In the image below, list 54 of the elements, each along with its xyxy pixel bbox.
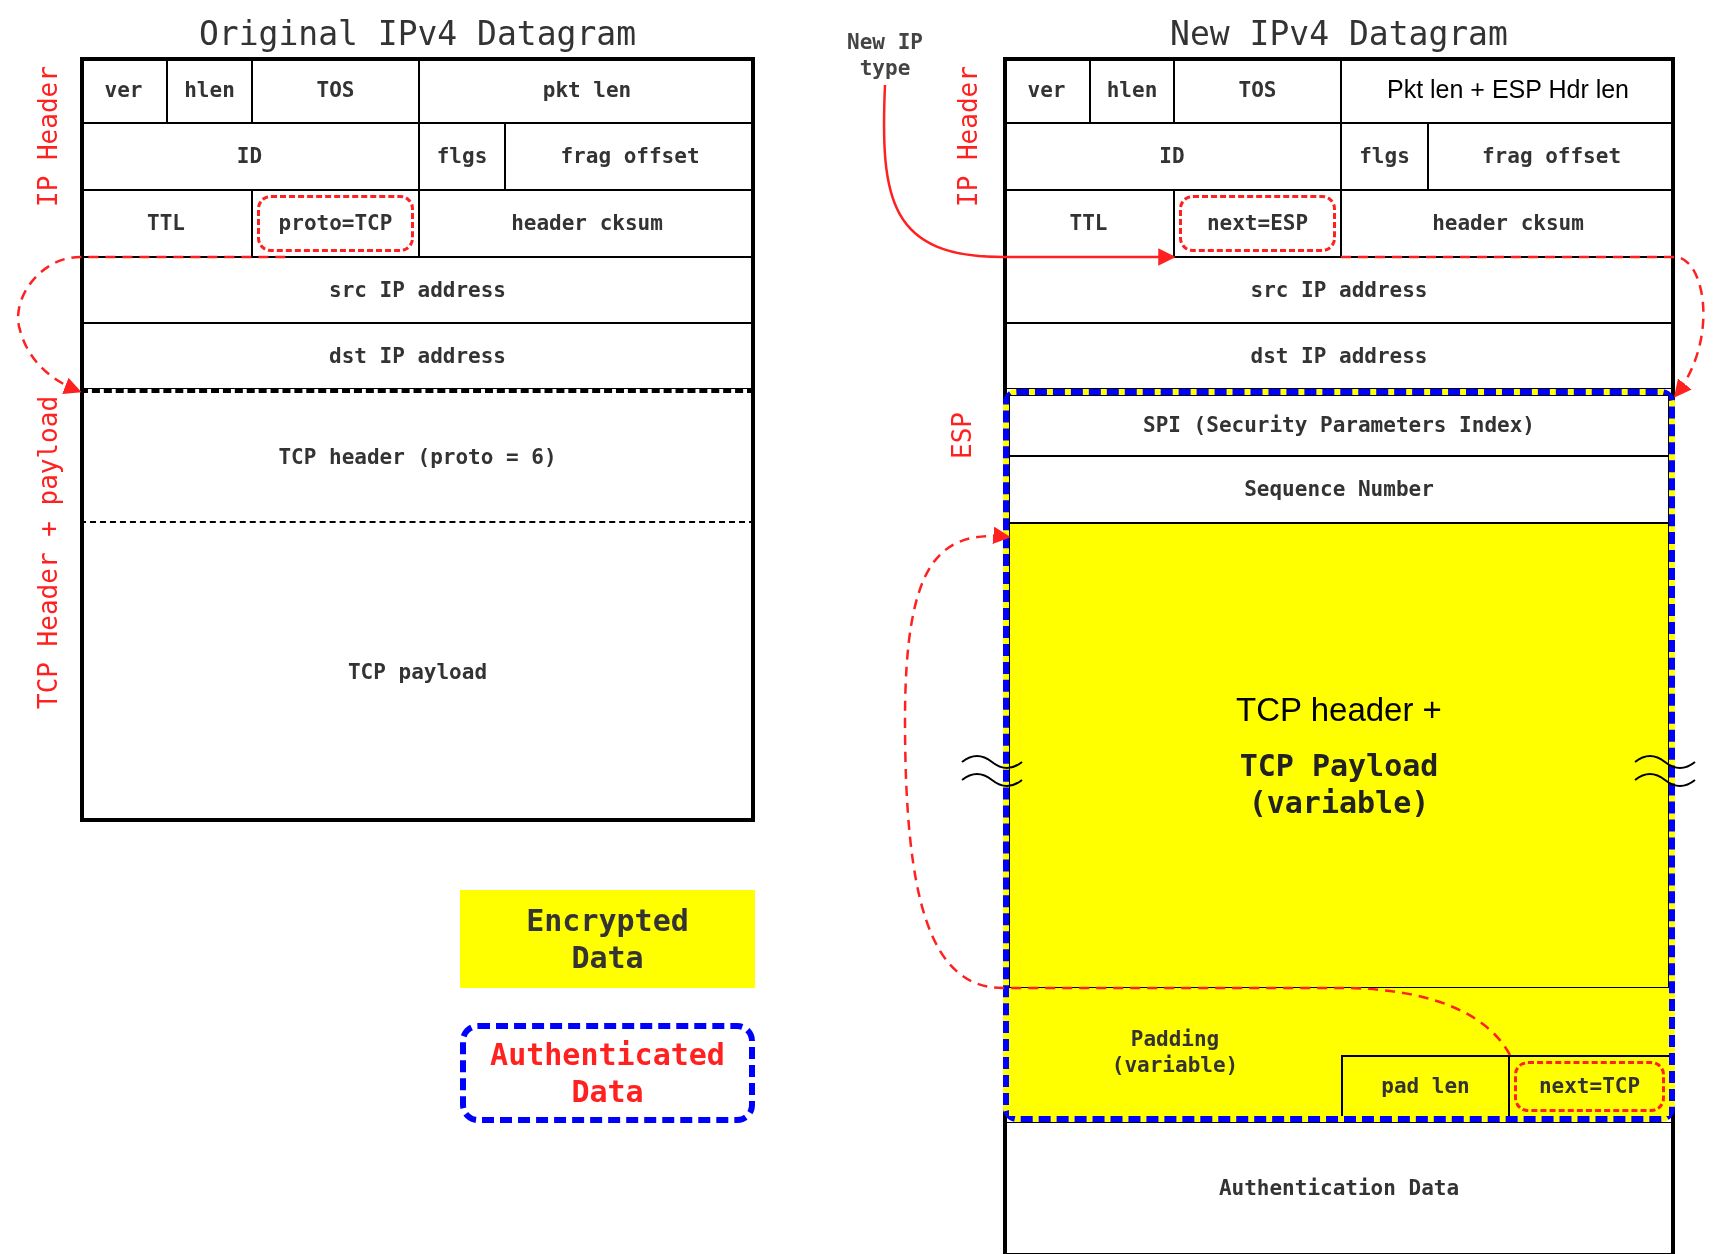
field-label: dst IP address	[1250, 342, 1428, 370]
field-label: src IP address	[329, 276, 506, 304]
field-label: TCP payload	[347, 659, 488, 686]
field-cell	[1510, 1055, 1669, 1116]
field-label: ID	[236, 143, 263, 170]
field-label: Padding (variable)	[1110, 1025, 1240, 1079]
datagram-title: Original IPv4 Datagram	[197, 13, 638, 55]
esp-label: ESP	[946, 411, 978, 459]
field-label: hlen	[1106, 76, 1158, 104]
field-label: proto=TCP	[278, 210, 393, 237]
field-label: Pkt len + ESP Hdr len	[1387, 74, 1629, 106]
arrow	[903, 527, 1512, 1056]
arrow	[1341, 255, 1705, 398]
field-label: TCP header +	[1236, 690, 1442, 731]
section-label: IP Header	[31, 65, 64, 207]
field-label: TTL	[147, 210, 185, 237]
field-label: ID	[1159, 143, 1185, 170]
field-label: header cksum	[511, 210, 663, 237]
field-label: next=TCP	[1538, 1073, 1641, 1100]
section-label: TCP Header + payload	[31, 394, 64, 709]
field-label: TCP header (proto = 6)	[278, 443, 557, 471]
field-label: SPI (Security Parameters Index)	[1143, 412, 1535, 439]
field-cell	[1341, 1055, 1510, 1116]
field-label: header cksum	[1432, 210, 1584, 237]
datagram-title: New IPv4 Datagram	[1169, 13, 1509, 55]
field-label: next=ESP	[1206, 210, 1309, 237]
arrow	[882, 84, 1176, 266]
field-label: ver	[1027, 76, 1066, 104]
field-label: src IP address	[1250, 276, 1428, 304]
field-label: frag offset	[1481, 143, 1622, 170]
field-cell	[1341, 123, 1428, 190]
field-label: pad len	[1381, 1073, 1470, 1100]
field-label: Sequence Number	[1244, 476, 1434, 503]
legend-label: Authenticated Data	[489, 1035, 726, 1111]
field-cell	[1009, 523, 1669, 988]
annotation-text: New IP type	[846, 28, 924, 82]
field-label: flgs	[436, 143, 488, 170]
field-label: dst IP address	[329, 342, 506, 370]
field-label: flgs	[1359, 143, 1410, 170]
field-label: ver	[104, 76, 143, 104]
field-label: TCP Payload (variable)	[1238, 746, 1440, 822]
field-cell	[419, 123, 505, 190]
field-label: TOS	[316, 76, 355, 104]
legend-label: Encrypted Data	[525, 901, 690, 977]
section-label: IP Header	[951, 65, 984, 207]
field-label: Authentication Data	[1218, 1174, 1460, 1202]
field-label: frag offset	[560, 143, 700, 170]
field-label: TOS	[1238, 76, 1277, 104]
field-cell	[1009, 456, 1669, 523]
field-label: pkt len	[542, 76, 632, 104]
arrow	[17, 255, 286, 394]
field-label: TTL	[1069, 210, 1108, 237]
field-label: hlen	[184, 76, 235, 104]
field-cell	[1009, 395, 1669, 456]
